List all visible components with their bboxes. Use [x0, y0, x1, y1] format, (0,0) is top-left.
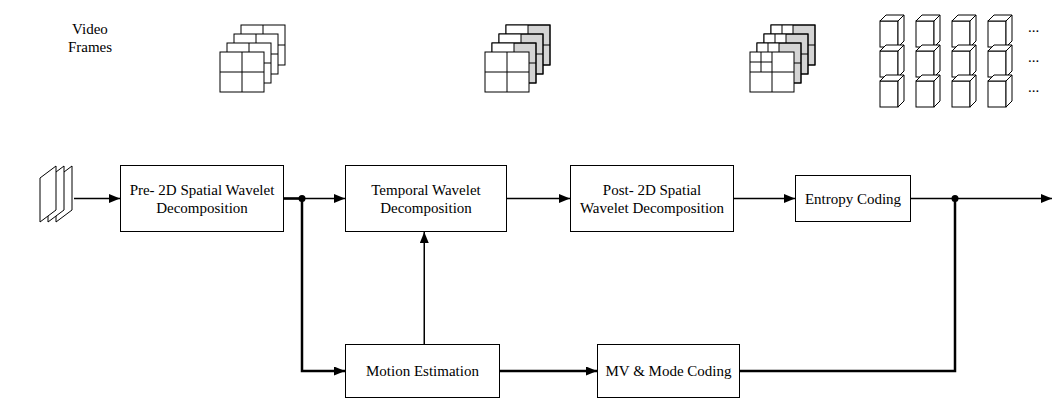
coded-block	[988, 15, 1012, 47]
ellipsis-label: ...	[1028, 48, 1054, 66]
box-text: Entropy Coding	[805, 190, 901, 208]
box-text: Temporal Wavelet Decomposition	[352, 181, 500, 217]
mv-merge-line	[740, 199, 955, 372]
coded-block	[916, 45, 940, 77]
coded-block	[988, 45, 1012, 77]
flow-arrow	[507, 198, 570, 200]
coded-block	[880, 15, 904, 47]
process-box: Pre- 2D Spatial Wavelet Decomposition	[120, 165, 284, 232]
process-box: Post- 2D Spatial Wavelet Decomposition	[570, 165, 734, 232]
video-frame	[40, 166, 56, 222]
process-box: Motion Estimation	[345, 344, 500, 398]
ellipsis-label: ...	[1028, 18, 1054, 36]
ellipsis-label: ...	[1028, 78, 1054, 96]
box-text: Motion Estimation	[366, 362, 479, 380]
coded-block	[988, 75, 1012, 107]
subband-frame	[485, 52, 529, 92]
coded-block	[952, 75, 976, 107]
input-label: Video Frames	[52, 20, 128, 56]
coded-block	[916, 75, 940, 107]
junction-dot	[952, 195, 959, 202]
process-box: Entropy Coding	[795, 175, 911, 222]
box-text: Post- 2D Spatial Wavelet Decomposition	[577, 181, 727, 217]
box-text: MV & Mode Coding	[606, 362, 732, 380]
coded-block	[880, 45, 904, 77]
coded-block	[916, 15, 940, 47]
coded-block	[952, 15, 976, 47]
box-text: Pre- 2D Spatial Wavelet Decomposition	[127, 181, 277, 217]
input-arrow	[74, 198, 120, 200]
coded-block	[952, 45, 976, 77]
flow-arrow	[424, 232, 426, 344]
flow-arrow	[284, 199, 345, 372]
process-box: Temporal Wavelet Decomposition	[345, 165, 507, 232]
output-arrow	[911, 198, 1052, 200]
coded-block	[880, 75, 904, 107]
junction-dot	[299, 195, 306, 202]
flow-arrow	[734, 198, 795, 200]
subband-frame	[750, 52, 794, 92]
subband-frame	[220, 52, 264, 92]
process-box: MV & Mode Coding	[597, 344, 740, 398]
flow-arrow	[500, 370, 597, 373]
